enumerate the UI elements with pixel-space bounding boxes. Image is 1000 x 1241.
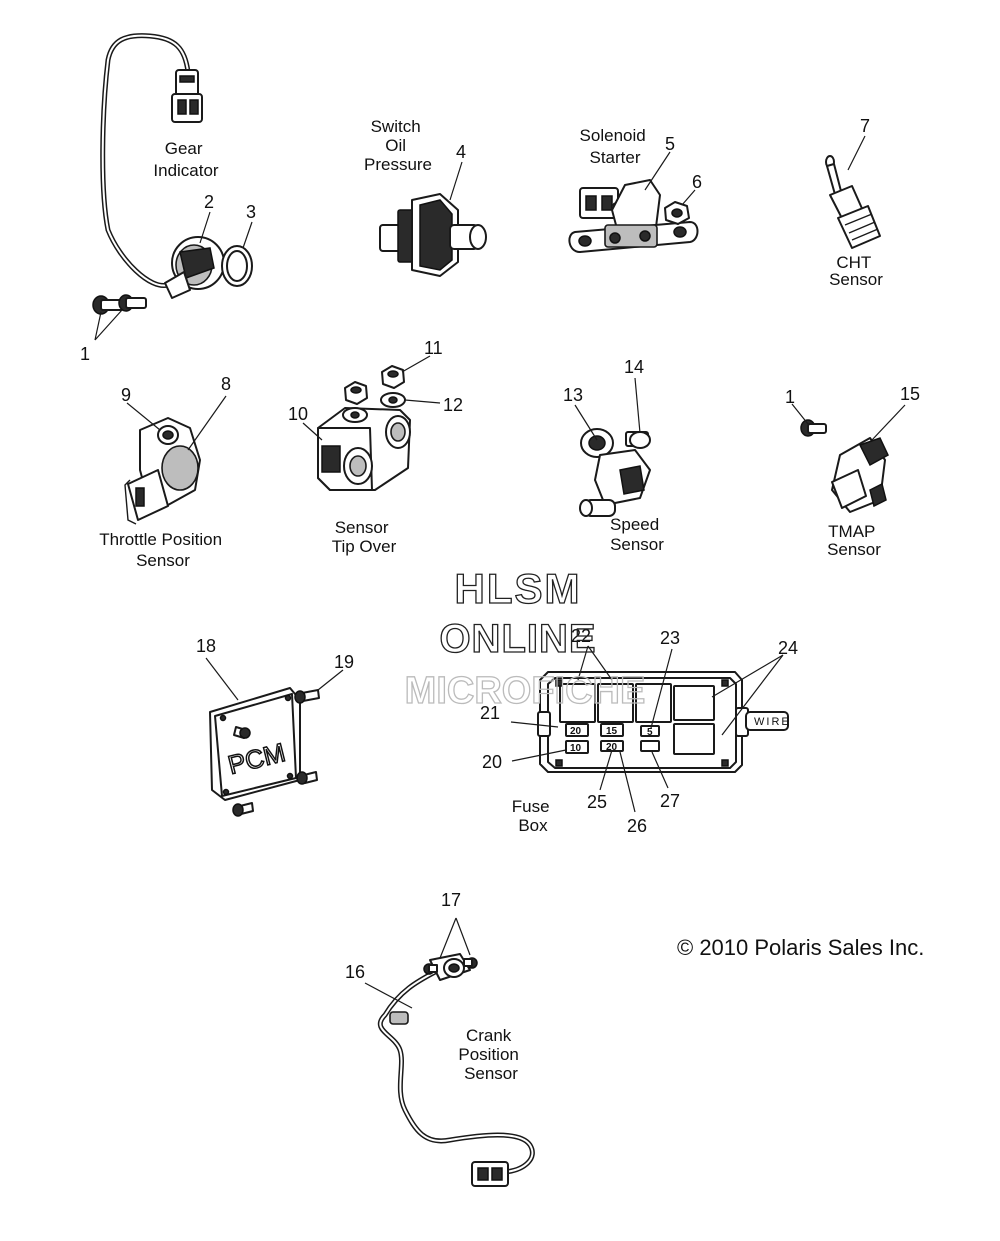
- part-number-4: 4: [456, 142, 466, 162]
- part-number-23: 23: [660, 628, 680, 648]
- pcm-module: PCM: [210, 688, 319, 816]
- part-number-15: 15: [900, 384, 920, 404]
- part-number-21: 21: [480, 703, 500, 723]
- throttle-position-sensor: [125, 418, 200, 524]
- fuse-10: 10: [570, 743, 582, 754]
- part-number-11: 11: [424, 338, 443, 358]
- label-tmap-sensor: TMAP Sensor: [827, 522, 881, 559]
- cht-sensor: [826, 156, 880, 248]
- part-number-25: 25: [587, 792, 607, 812]
- label-gear-indicator: Gear Indicator: [153, 139, 219, 180]
- part-number-20: 20: [482, 752, 502, 772]
- part-number-9: 9: [121, 385, 131, 405]
- label-crank-position-sensor: Crank Position Sensor: [458, 1026, 523, 1083]
- tip-over-sensor: [318, 366, 410, 490]
- gear-indicator-assembly: [93, 36, 252, 314]
- part-number-16: 16: [345, 962, 365, 982]
- part-number-13: 13: [563, 385, 583, 405]
- watermark: HLSM ONLINE MICROFICHE: [404, 564, 646, 712]
- part-number-10: 10: [288, 404, 308, 424]
- part-number-14: 14: [624, 357, 644, 377]
- part-number-27: 27: [660, 791, 680, 811]
- label-fuse-box: Fuse Box: [512, 797, 555, 835]
- label-switch-oil-pressure: Switch Oil Pressure: [364, 117, 432, 174]
- part-number-6: 6: [692, 172, 702, 192]
- part-number-12: 12: [443, 395, 463, 415]
- solenoid-starter: [569, 180, 697, 252]
- part-numbers: 1 2 3 4 5 6 7 8 9 10 11 12 13 14 1 15 16…: [80, 116, 920, 982]
- oil-pressure-switch: [380, 194, 486, 276]
- component-labels: Gear Indicator Switch Oil Pressure Solen…: [99, 117, 883, 1083]
- label-throttle-position-sensor: Throttle Position Sensor: [99, 530, 227, 570]
- wire-tag: WIRE: [754, 716, 791, 728]
- tmap-sensor: [801, 420, 888, 512]
- part-number-2: 2: [204, 192, 214, 212]
- part-number-17: 17: [441, 890, 461, 910]
- fuse-15: 15: [606, 726, 618, 737]
- label-speed-sensor: Speed Sensor: [610, 515, 664, 554]
- part-number-3: 3: [246, 202, 256, 222]
- watermark-line-2: ONLINE: [439, 617, 596, 661]
- part-number-26: 26: [627, 816, 647, 836]
- part-number-22: 22: [571, 626, 591, 646]
- watermark-line-1: HLSM: [455, 565, 582, 612]
- fuse-20-upper: 20: [570, 726, 582, 737]
- part-number-18: 18: [196, 636, 216, 656]
- watermark-line-3: MICROFICHE: [405, 670, 646, 712]
- copyright-notice: © 2010 Polaris Sales Inc.: [677, 935, 924, 960]
- part-number-1b: 1: [785, 387, 795, 407]
- crank-position-sensor: [380, 954, 532, 1186]
- label-cht-sensor: CHT Sensor: [829, 253, 883, 289]
- part-number-5: 5: [665, 134, 675, 154]
- speed-sensor: [580, 429, 650, 516]
- part-number-1a: 1: [80, 344, 90, 364]
- label-solenoid-starter: Solenoid Starter: [580, 126, 651, 167]
- part-number-7: 7: [860, 116, 870, 136]
- fuse-20-lower: 20: [606, 742, 618, 753]
- fuse-box: WIRE 20 15 10 20 5: [538, 672, 791, 772]
- part-number-8: 8: [221, 374, 231, 394]
- label-sensor-tip-over: Sensor Tip Over: [332, 518, 397, 556]
- leader-lines: [95, 136, 905, 1008]
- part-number-19: 19: [334, 652, 354, 672]
- part-number-24: 24: [778, 638, 798, 658]
- fuse-5: 5: [647, 727, 653, 738]
